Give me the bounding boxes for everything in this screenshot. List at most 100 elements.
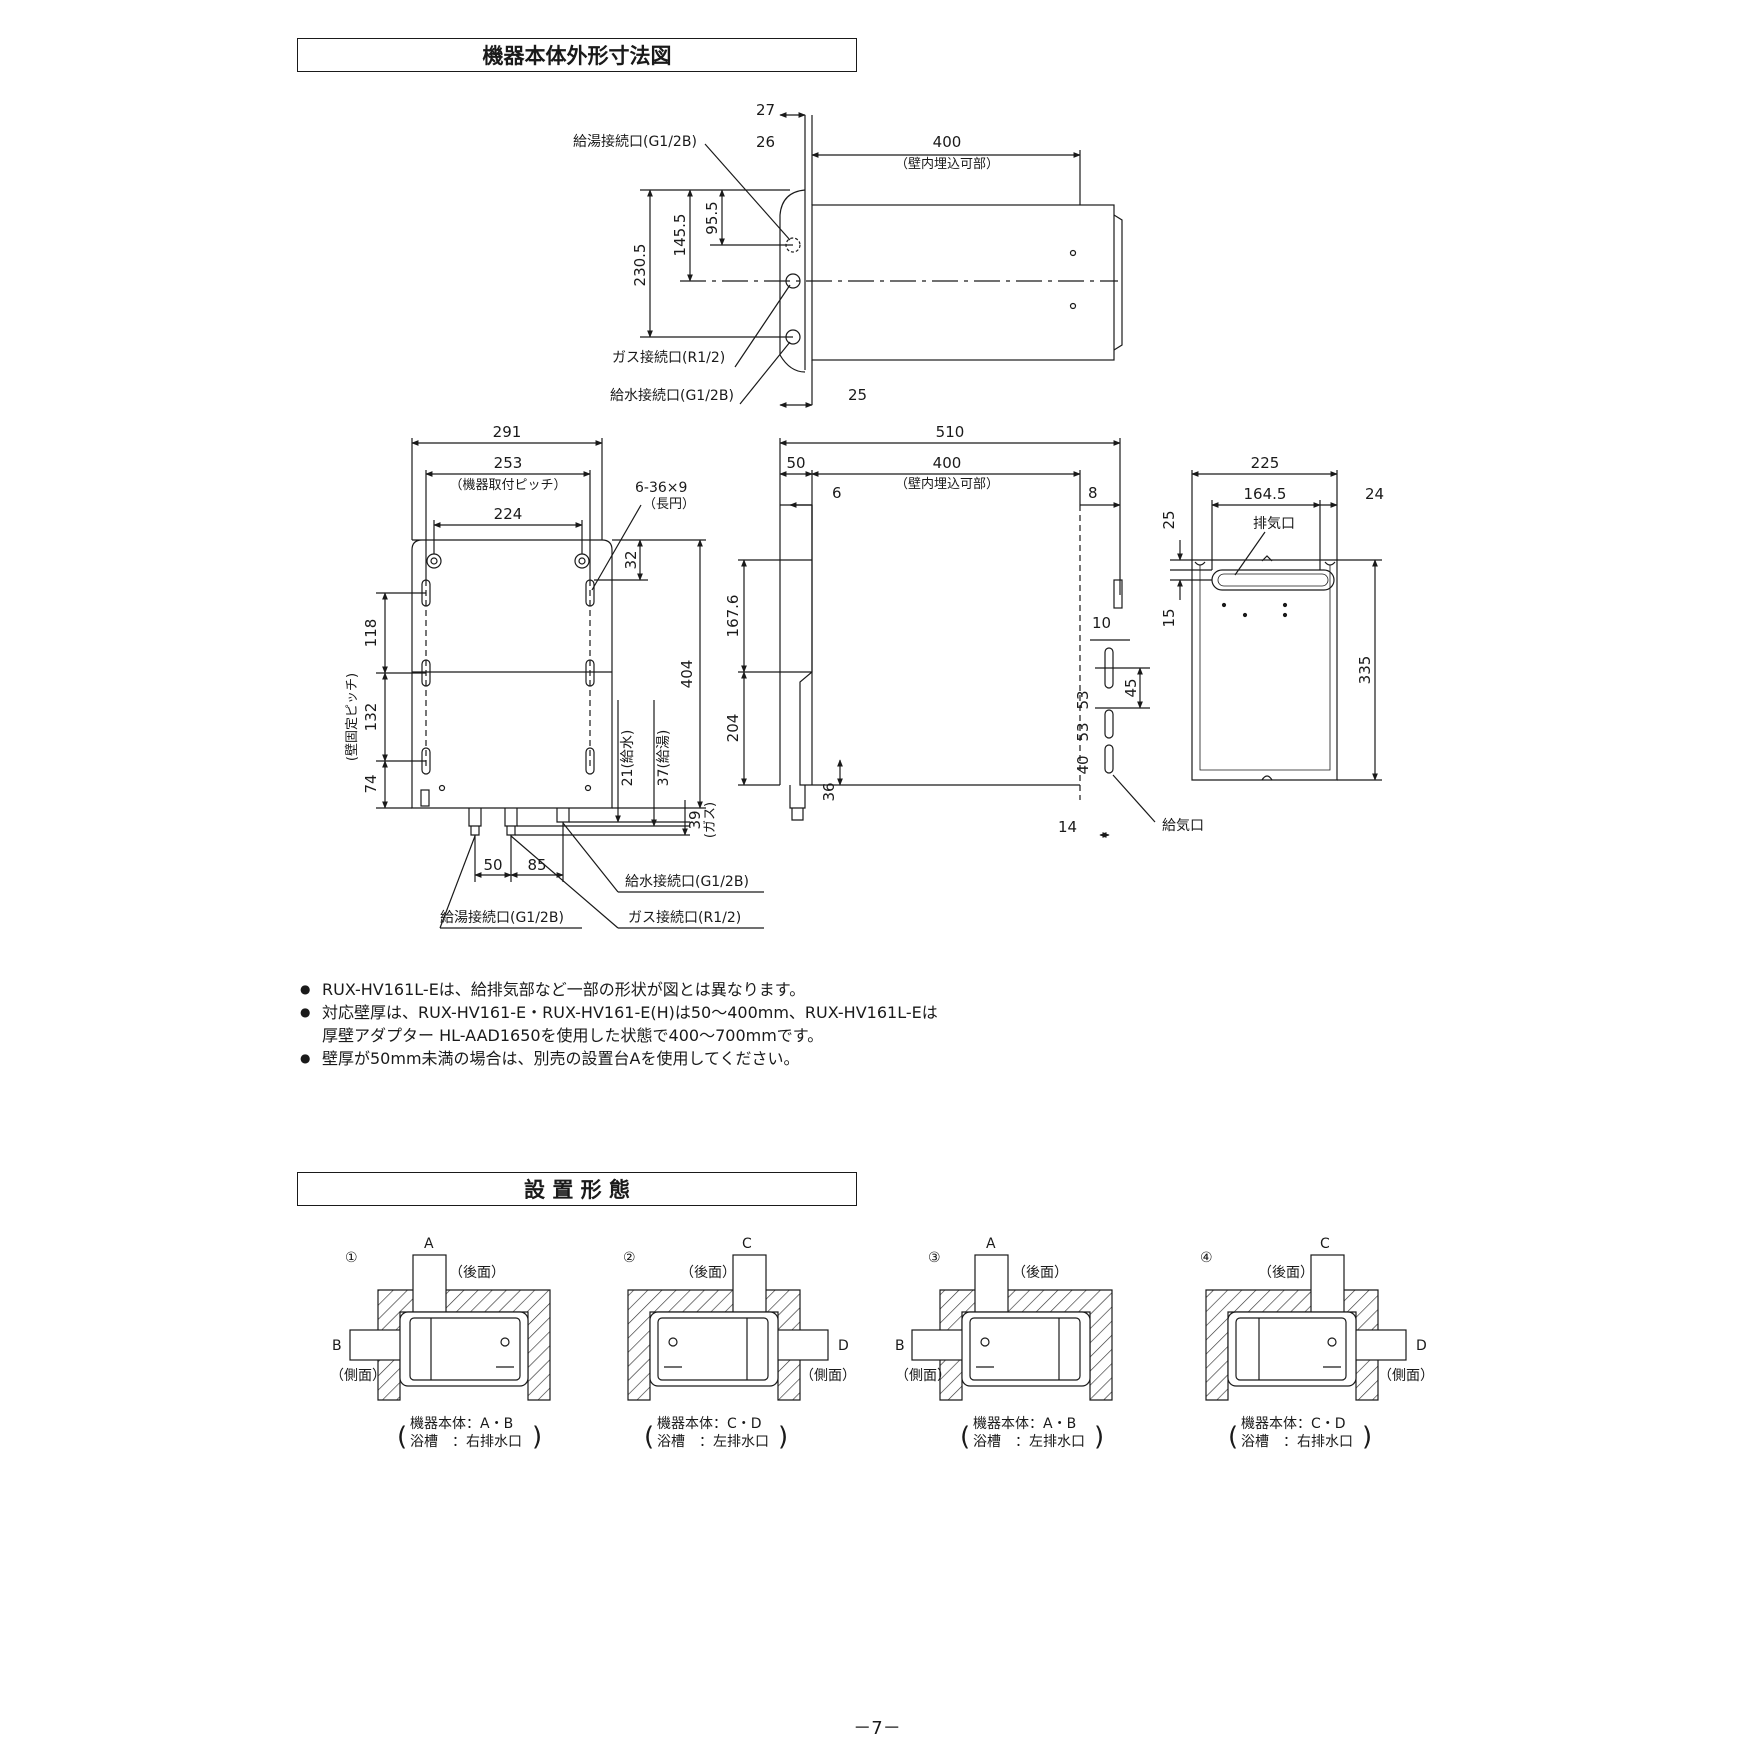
gas-port-leader — [734, 284, 791, 368]
installation-4-line1: 機器本体：C・D — [1241, 1416, 1346, 1432]
mount-hole-right-inner — [578, 557, 586, 565]
installation-2 — [627, 1254, 829, 1401]
installation-1-rear-duct — [412, 1254, 447, 1313]
installation-3-line2: 浴槽 ：左排水口 — [973, 1434, 1085, 1450]
installation-4-labels: ④ C （後面） D （側面） 機器本体：C・D 浴槽 ：右排水口 ( ) — [1200, 1236, 1434, 1452]
dimensions-header-text: 機器本体外形寸法図 — [482, 44, 672, 68]
side-view — [640, 112, 1123, 408]
installation-1-side-label: （側面） — [330, 1368, 386, 1384]
installation-1-line2: 浴槽 ：右排水口 — [410, 1434, 522, 1450]
installation-3-paren-close: ) — [1094, 1422, 1104, 1452]
dim-400-side: 400 — [933, 133, 962, 151]
installation-3-rear-duct — [974, 1254, 1009, 1313]
exhaust-label: 排気口 — [1253, 516, 1295, 532]
dim-6: 6 — [832, 484, 842, 502]
top-view-port — [789, 785, 806, 821]
note-2-text-cont: 厚壁アダプター HL-AAD1650を使用した状態で400～700mmです。 — [322, 1026, 824, 1045]
side-view-body — [811, 204, 1115, 361]
installation-1-top-letter: A — [424, 1236, 434, 1252]
note-2-text: 対応壁厚は、RUX-HV161-E・RUX-HV161-E(H)は50～400m… — [322, 1003, 938, 1022]
hot-height-label: 37(給湯) — [655, 730, 672, 787]
intake-slot-3 — [1104, 744, 1114, 774]
water-height-label: 21(給水) — [620, 730, 636, 787]
hot-port-leader-front — [439, 835, 476, 929]
dim-510: 510 — [936, 423, 965, 441]
front-view-body — [411, 539, 613, 809]
top-view-rear-tab — [1113, 579, 1123, 609]
installation-3-drain — [980, 1337, 990, 1347]
front-view-labels: 291 253 （機器取付ピッチ） 224 6-36×9 （長円） 118 13… — [345, 423, 749, 926]
front-water-port-label: 給水接続口(G1/2B) — [625, 873, 749, 890]
dim-95-5: 95.5 — [703, 201, 721, 234]
exhaust-leader — [1234, 531, 1266, 576]
dim-50-front: 50 — [483, 856, 502, 874]
installation-4-line2: 浴槽 ：右排水口 — [1241, 1434, 1353, 1450]
front-screw-right — [584, 784, 592, 792]
front-screw-left — [438, 784, 446, 792]
side-view-cap — [1113, 214, 1123, 351]
installation-3-line1: 機器本体：A・B — [973, 1416, 1076, 1432]
mount-pitch-label: （機器取付ピッチ） — [449, 478, 566, 493]
installation-2-tub — [649, 1311, 779, 1387]
installation-4-tub — [1227, 1311, 1357, 1387]
top-view-flange — [780, 504, 813, 786]
dim-53a: 53 — [1074, 690, 1092, 709]
dim-224: 224 — [494, 505, 523, 523]
dim-225: 225 — [1251, 454, 1280, 472]
rear-view — [1170, 470, 1382, 781]
side-gas-port-label: ガス接続口(R1/2) — [612, 349, 725, 366]
installation-2-side-label: （側面） — [800, 1368, 856, 1384]
page-number: －7－ — [853, 1718, 901, 1739]
rear-view-inner — [1199, 565, 1331, 771]
dim-50-top: 50 — [786, 454, 805, 472]
installation-4-paren-close: ) — [1362, 1422, 1372, 1452]
installation-4-side-label: （側面） — [1378, 1368, 1434, 1384]
gas-height-label: (ガス) — [703, 802, 718, 838]
installation-2-line1: 機器本体：C・D — [657, 1416, 762, 1432]
installation-4-top-letter: C — [1320, 1236, 1330, 1252]
slot-sub-label: （長円） — [643, 497, 695, 512]
exhaust-port — [1211, 569, 1335, 591]
front-gas-port-label: ガス接続口(R1/2) — [628, 909, 741, 926]
installation-3-tub — [961, 1311, 1091, 1387]
dim-25-rear: 25 — [1160, 510, 1178, 529]
installation-4-unit — [1235, 1317, 1347, 1381]
dim-132: 132 — [362, 703, 380, 732]
front-tab — [420, 789, 430, 807]
installation-header-text: 設 置 形 態 — [524, 1178, 630, 1202]
installation-1-side-duct — [349, 1329, 406, 1361]
wall-embed-top: （壁内埋込可部） — [895, 476, 999, 492]
rear-view-body — [1191, 559, 1338, 781]
rear-view-corners — [1194, 561, 1336, 566]
mount-hole-left-inner — [430, 557, 438, 565]
installation-1-rear-label: （後面） — [449, 1265, 505, 1281]
installation-1-unit — [409, 1317, 521, 1381]
note-3: 壁厚が50mm未満の場合は、別売の設置台Aを使用してください。 — [300, 1047, 938, 1070]
side-view-labels: 27 26 400 （壁内埋込可部） 給湯接続口(G1/2B) ガス接続口(R1… — [573, 101, 999, 404]
installation-3-num: ③ — [928, 1250, 941, 1266]
dim-118: 118 — [362, 619, 380, 648]
installation-4-rear-duct — [1310, 1254, 1345, 1313]
dim-15: 15 — [1160, 608, 1178, 627]
dim-400-top: 400 — [933, 454, 962, 472]
installation-2-side-letter: D — [838, 1338, 849, 1354]
exhaust-arrow — [1261, 555, 1273, 562]
installation-3-paren-open: ( — [960, 1422, 970, 1452]
note-1: RUX-HV161L-Eは、給排気部など一部の形状が図とは異なります。 — [300, 978, 938, 1001]
installation-2-paren-close: ) — [778, 1422, 788, 1452]
front-hot-port-label: 給湯接続口(G1/2B) — [440, 909, 564, 926]
rear-dot-4 — [1282, 612, 1288, 618]
intake-leader — [1112, 774, 1156, 823]
rear-view-notch — [1261, 775, 1273, 781]
installation-2-drain — [668, 1337, 678, 1347]
mount-hole-left — [426, 553, 442, 569]
water-port-leader — [739, 341, 791, 405]
dim-36: 36 — [820, 782, 838, 801]
dim-145-5: 145.5 — [671, 214, 689, 257]
installation-2-line2: 浴槽 ：左排水口 — [657, 1434, 769, 1450]
water-port-leader-front — [562, 822, 619, 893]
installation-1-side-letter: B — [332, 1338, 342, 1354]
installation-2-top-letter: C — [742, 1236, 752, 1252]
intake-slot-2 — [1104, 709, 1114, 739]
dim-8: 8 — [1088, 484, 1098, 502]
